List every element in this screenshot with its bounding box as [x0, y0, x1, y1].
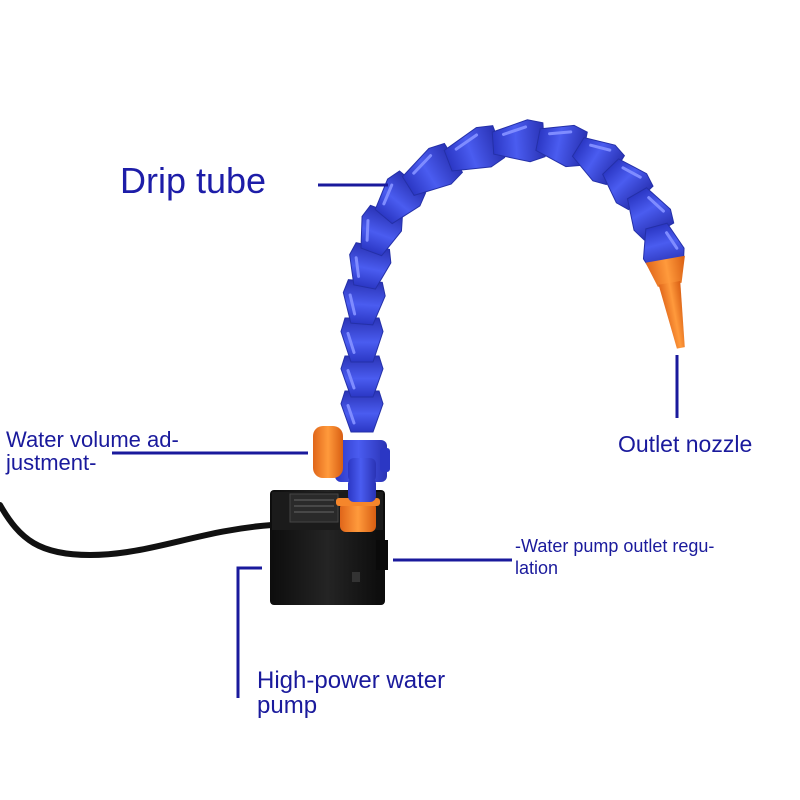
tube-segment: [342, 279, 386, 326]
label-pump-outlet-line1: -Water pump outlet regu-: [515, 536, 715, 556]
label-pump-outlet-line2: lation: [515, 557, 559, 578]
tube-segment: [340, 390, 384, 433]
tube-segment-lower: [348, 478, 376, 502]
label-drip-tube: Drip tube: [120, 162, 266, 200]
label-pump-outlet-regulation: -Water pump outlet regu- lation: [515, 536, 714, 579]
tube-segment: [340, 317, 384, 363]
label-water-volume-line1: Water volume ad-: [6, 427, 179, 452]
tube-segment-lower: [348, 458, 376, 482]
tube-segment: [491, 119, 546, 163]
power-cable: [0, 502, 275, 559]
label-pump-line2: pump: [257, 692, 318, 720]
label-outlet-nozzle-text: Outlet nozzle: [618, 431, 753, 457]
label-water-volume-adjustment: Water volume ad- justment-: [6, 428, 179, 474]
label-high-power-pump: High-power water pump: [257, 667, 446, 720]
label-drip-tube-text: Drip tube: [120, 160, 267, 201]
leader-line-pump: [236, 566, 262, 698]
tube-segment: [340, 355, 384, 398]
tube-segment: [443, 125, 506, 172]
drip-tube-segments: [340, 119, 685, 502]
pump-outlet-regulator: [336, 498, 380, 532]
label-pump-line1: High-power water: [257, 667, 446, 694]
label-water-volume-line2: justment-: [6, 450, 97, 476]
outlet-nozzle: [645, 255, 685, 349]
label-outlet-nozzle: Outlet nozzle: [618, 432, 752, 456]
